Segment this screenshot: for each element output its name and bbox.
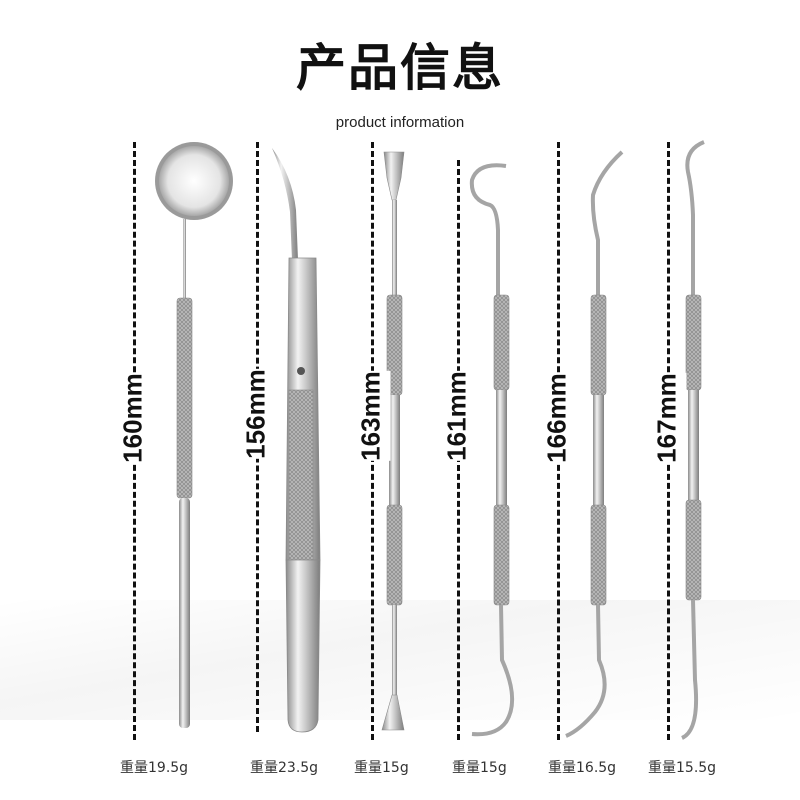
length-label-4: 161mm (437, 371, 477, 461)
length-label-6: 167mm (647, 373, 687, 463)
weight-label-6: 重量15.5g (648, 760, 717, 776)
length-label-5: 166mm (537, 373, 577, 463)
tweezers-icon (272, 148, 321, 733)
page-title: 产品信息 (296, 39, 504, 97)
spatula-icon (381, 151, 405, 731)
weight-label-1: 重量19.5g (120, 760, 189, 776)
weight-label-4: 重量15g (452, 760, 507, 776)
weight-label-3: 重量15g (354, 760, 409, 776)
page-subtitle: product information (335, 114, 465, 131)
length-label-1: 160mm (113, 373, 153, 463)
explorer-probe-icon (680, 140, 705, 740)
dental-mirror-icon (155, 142, 233, 728)
weight-label-2: 重量23.5g (250, 760, 319, 776)
length-label-3: 163mm (351, 371, 391, 461)
weight-label-5: 重量16.5g (548, 760, 617, 776)
hook-probe-icon (469, 163, 515, 737)
sickle-scaler-icon (565, 150, 624, 738)
length-label-2: 156mm (236, 369, 276, 459)
